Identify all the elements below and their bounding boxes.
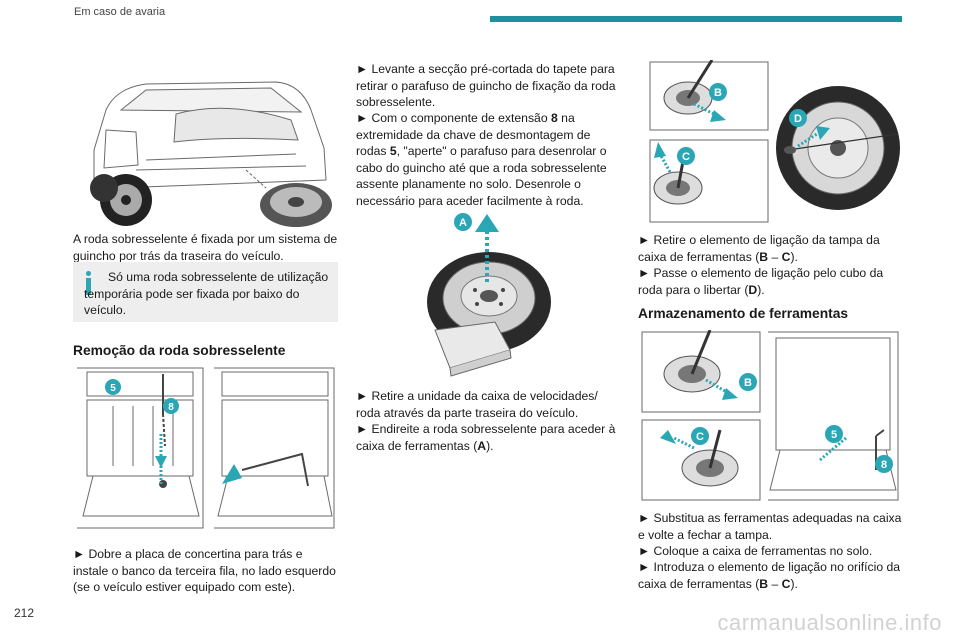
step-straighten-wheel: ► Endireite a roda sobresselente para ac… xyxy=(356,422,616,453)
label-b-bottom: B xyxy=(744,377,752,389)
trunk-illustration-right xyxy=(212,366,338,530)
section-title: Em caso de avaria xyxy=(74,6,166,18)
step-lift-carpet: ► Levante a secção pré-cortada do tapete… xyxy=(356,62,616,109)
info-icon xyxy=(86,271,91,295)
info-note: Só uma roda sobresselente de utilização … xyxy=(73,262,338,322)
step-fold-panel: ► Dobre a placa de concertina para trás … xyxy=(73,547,336,594)
label-a: A xyxy=(459,217,467,229)
link-element-illustration: B C D xyxy=(648,60,904,224)
label-8-bottom: 8 xyxy=(881,459,887,471)
tool-storage-illustration: B C 5 8 xyxy=(640,330,902,502)
step-replace-tools: ► Substitua as ferramentas adequadas na … xyxy=(638,511,902,542)
watermark: carmanualsonline.info xyxy=(717,610,942,635)
step-place-box: ► Coloque a caixa de ferramentas no solo… xyxy=(638,544,873,558)
trunk-illustration-left: 5 8 xyxy=(73,366,207,530)
note-text: Só uma roda sobresselente de utilização … xyxy=(84,270,329,317)
car-rear-illustration xyxy=(76,70,338,228)
header-accent-bar xyxy=(490,16,902,22)
spare-wheel-illustration: A xyxy=(415,210,565,380)
label-c-bottom: C xyxy=(696,431,704,443)
intro-paragraph: A roda sobresselente é fixada por um sis… xyxy=(73,232,338,263)
label-5-bottom: 5 xyxy=(831,429,837,441)
heading-removal: Remoção da roda sobresselente xyxy=(73,343,286,358)
page-number: 212 xyxy=(14,606,35,620)
step-remove-link: ► Retire o elemento de ligação da tampa … xyxy=(638,233,880,264)
step-unwind-cable: ► Com o componente de extensão 8 na extr… xyxy=(356,111,607,208)
label-b-top: B xyxy=(714,87,722,99)
label-8: 8 xyxy=(168,402,174,413)
step-insert-link: ► Introduza o elemento de ligação no ori… xyxy=(638,560,901,591)
label-c-top: C xyxy=(682,151,690,163)
label-5: 5 xyxy=(110,383,116,394)
step-remove-unit: ► Retire a unidade da caixa de velocidad… xyxy=(356,389,598,420)
heading-tool-storage: Armazenamento de ferramentas xyxy=(638,306,849,321)
step-pass-link: ► Passe o elemento de ligação pelo cubo … xyxy=(638,266,884,297)
label-d: D xyxy=(794,113,802,125)
